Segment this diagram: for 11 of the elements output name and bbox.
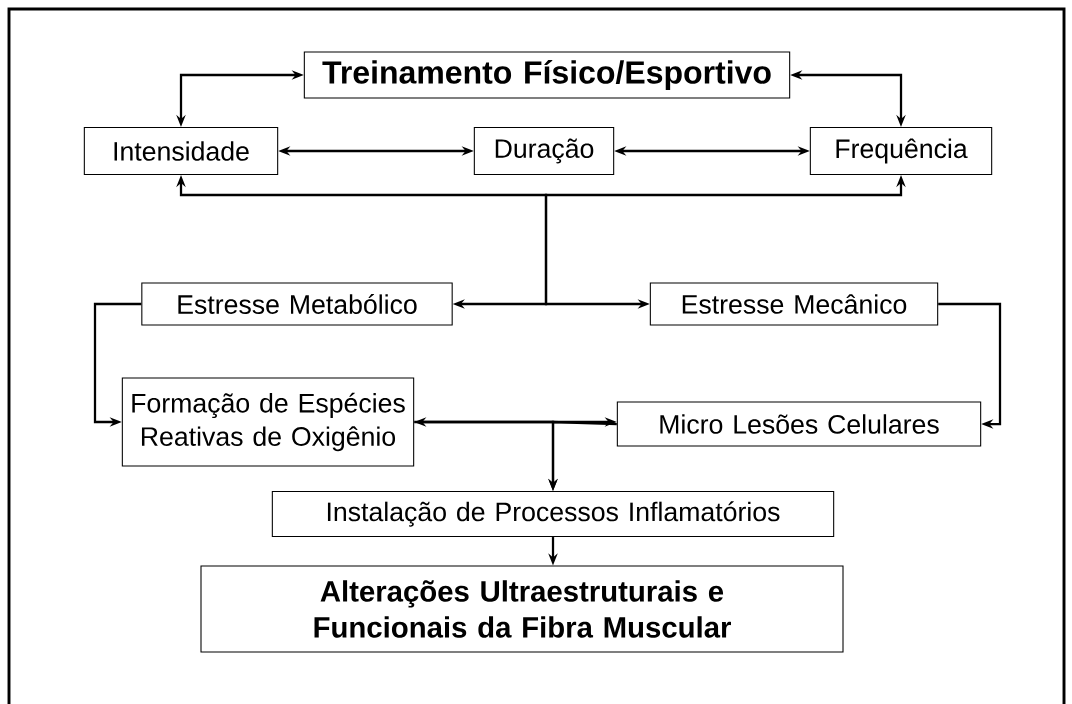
process-box: Treinamento Físico/Esportivo bbox=[303, 51, 791, 99]
process-box: Intensidade bbox=[83, 126, 279, 176]
process-box: Estresse Metabólico bbox=[141, 282, 453, 326]
process-box: Duração bbox=[473, 126, 615, 176]
process-box: Formação de Espécies Reativas de Oxigênio bbox=[121, 377, 415, 467]
process-box: Frequência bbox=[809, 126, 993, 176]
process-box: Instalação de Processos Inflamatórios bbox=[271, 490, 835, 538]
process-box: Alterações Ultraestruturais e Funcionais da Fibra Muscular bbox=[200, 565, 844, 653]
arrow bbox=[938, 302, 1002, 429]
process-box: Estresse Mecânico bbox=[649, 282, 939, 326]
process-box: Micro Lesões Celulares bbox=[616, 401, 982, 447]
